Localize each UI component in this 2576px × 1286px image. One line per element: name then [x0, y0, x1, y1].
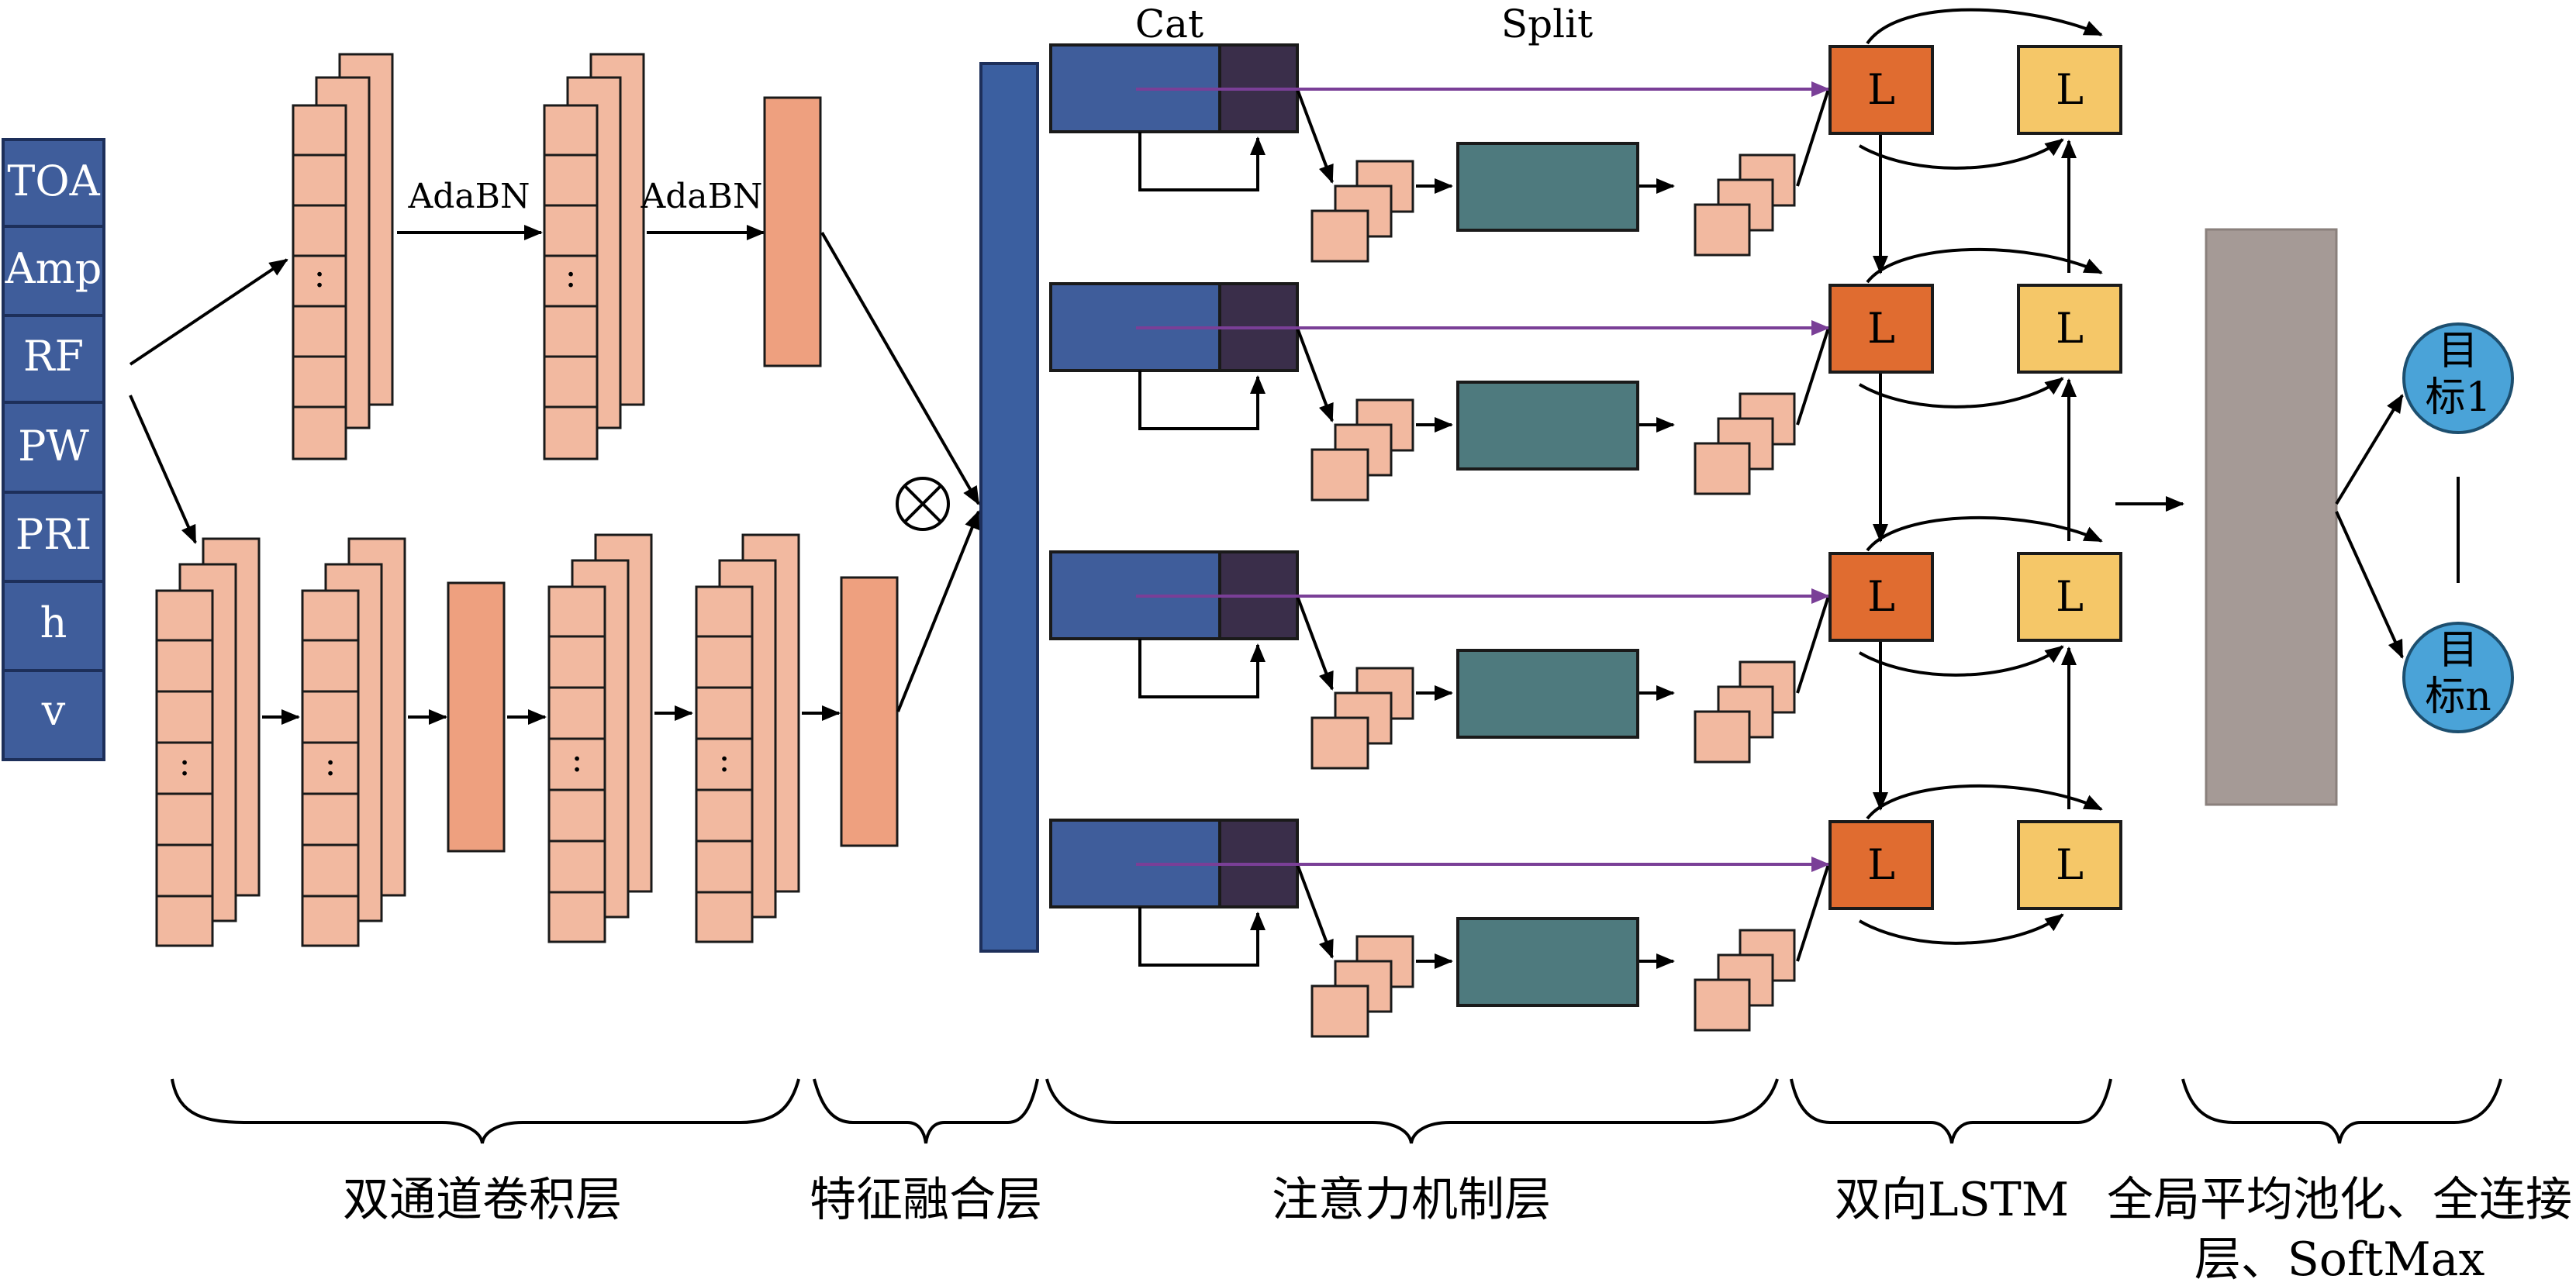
conv-stack-lower-1	[155, 537, 261, 947]
input-feature-label: Amp	[5, 244, 102, 293]
lstm-forward-cell: L	[1828, 284, 1934, 374]
conv-ellipsis: :	[314, 256, 326, 295]
lstm-forward-cell: L	[1828, 552, 1934, 642]
input-feature-pri: PRI	[2, 491, 105, 583]
attention-row-1	[1049, 43, 1830, 263]
attention-row-3	[1049, 550, 1830, 770]
arrow-pool-to-output-1	[2335, 394, 2404, 505]
section-label-attention: 注意力机制层	[1272, 1173, 1551, 1227]
arrow-lower-to-fusion	[896, 510, 980, 712]
section-label-fusion: 特征融合层	[810, 1173, 1042, 1227]
output-node-label: 标1	[2425, 374, 2491, 421]
fusion-bar	[979, 62, 1039, 953]
attention-row-2	[1049, 282, 1830, 502]
conv-ellipsis: :	[179, 744, 191, 784]
lower-pool-block-1	[447, 581, 506, 853]
upper-pool-block	[763, 96, 822, 367]
input-feature-amp: Amp	[2, 225, 105, 317]
section-braces	[171, 1078, 2502, 1144]
lstm-forward-cell: L	[1828, 45, 1934, 135]
arrow-pool-to-output-n	[2335, 511, 2404, 659]
bilstm-connections	[1858, 8, 2103, 945]
output-node-n: 目 标n	[2402, 622, 2514, 733]
lstm-cell-label: L	[1867, 304, 1895, 353]
lstm-backward-cell: L	[2017, 284, 2122, 374]
lstm-cell-label: L	[1867, 840, 1895, 889]
section-label-bilstm: 双向LSTM	[1835, 1173, 2069, 1227]
section-label-gap-line2: 层、SoftMax	[2194, 1233, 2485, 1286]
global-pool-bar	[2205, 228, 2338, 806]
lstm-cell-label: L	[1867, 65, 1895, 114]
lstm-cell-label: L	[1867, 572, 1895, 621]
input-feature-rf: RF	[2, 314, 105, 404]
output-node-label: 目	[2438, 328, 2478, 374]
input-feature-column: TOA Amp RF PW PRI h v	[2, 138, 105, 761]
conv-stack-upper-2	[543, 53, 645, 460]
adabn-label-1: AdaBN	[407, 177, 530, 216]
lstm-backward-cell: L	[2017, 820, 2122, 910]
output-node-1: 目 标1	[2402, 322, 2514, 434]
adabn-label-2: AdaBN	[640, 177, 762, 216]
input-feature-label: PRI	[16, 510, 92, 559]
arrow-input-to-lower	[129, 395, 197, 544]
section-label-gap-line1: 全局平均池化、全连接	[2107, 1173, 2572, 1227]
split-label: Split	[1501, 2, 1593, 47]
conv-ellipsis: :	[325, 744, 337, 784]
input-feature-label: h	[40, 598, 67, 647]
conv-stack-lower-2	[301, 537, 406, 947]
lstm-backward-cell: L	[2017, 552, 2122, 642]
input-feature-label: RF	[23, 332, 84, 381]
conv-ellipsis: :	[565, 256, 577, 295]
lstm-cell-label: L	[2056, 840, 2084, 889]
lstm-backward-cell: L	[2017, 45, 2122, 135]
input-feature-v: v	[2, 669, 105, 761]
input-feature-label: v	[41, 686, 66, 735]
lstm-cell-label: L	[2056, 304, 2084, 353]
input-feature-h: h	[2, 580, 105, 672]
lstm-cell-label: L	[2056, 572, 2084, 621]
conv-ellipsis: :	[719, 740, 730, 780]
conv-ellipsis: :	[571, 740, 583, 780]
arrow-input-to-upper	[129, 258, 288, 366]
attention-row-4	[1049, 819, 1830, 1038]
input-feature-pw: PW	[2, 401, 105, 494]
input-feature-label: PW	[18, 422, 89, 471]
output-node-label: 目	[2438, 627, 2478, 674]
lstm-cell-label: L	[2056, 65, 2084, 114]
input-feature-toa: TOA	[2, 138, 105, 228]
lower-pool-block-2	[840, 576, 899, 847]
cat-label: Cat	[1135, 2, 1203, 47]
section-label-dual-conv: 双通道卷积层	[343, 1173, 622, 1227]
multiply-icon	[896, 477, 950, 531]
conv-stack-lower-3	[547, 533, 653, 943]
conv-stack-upper-1	[292, 53, 394, 460]
input-feature-label: TOA	[7, 157, 100, 205]
output-node-label: 标n	[2425, 674, 2491, 720]
arrow-upper-to-fusion	[820, 232, 980, 505]
lstm-forward-cell: L	[1828, 820, 1934, 910]
conv-stack-lower-4	[695, 533, 800, 943]
